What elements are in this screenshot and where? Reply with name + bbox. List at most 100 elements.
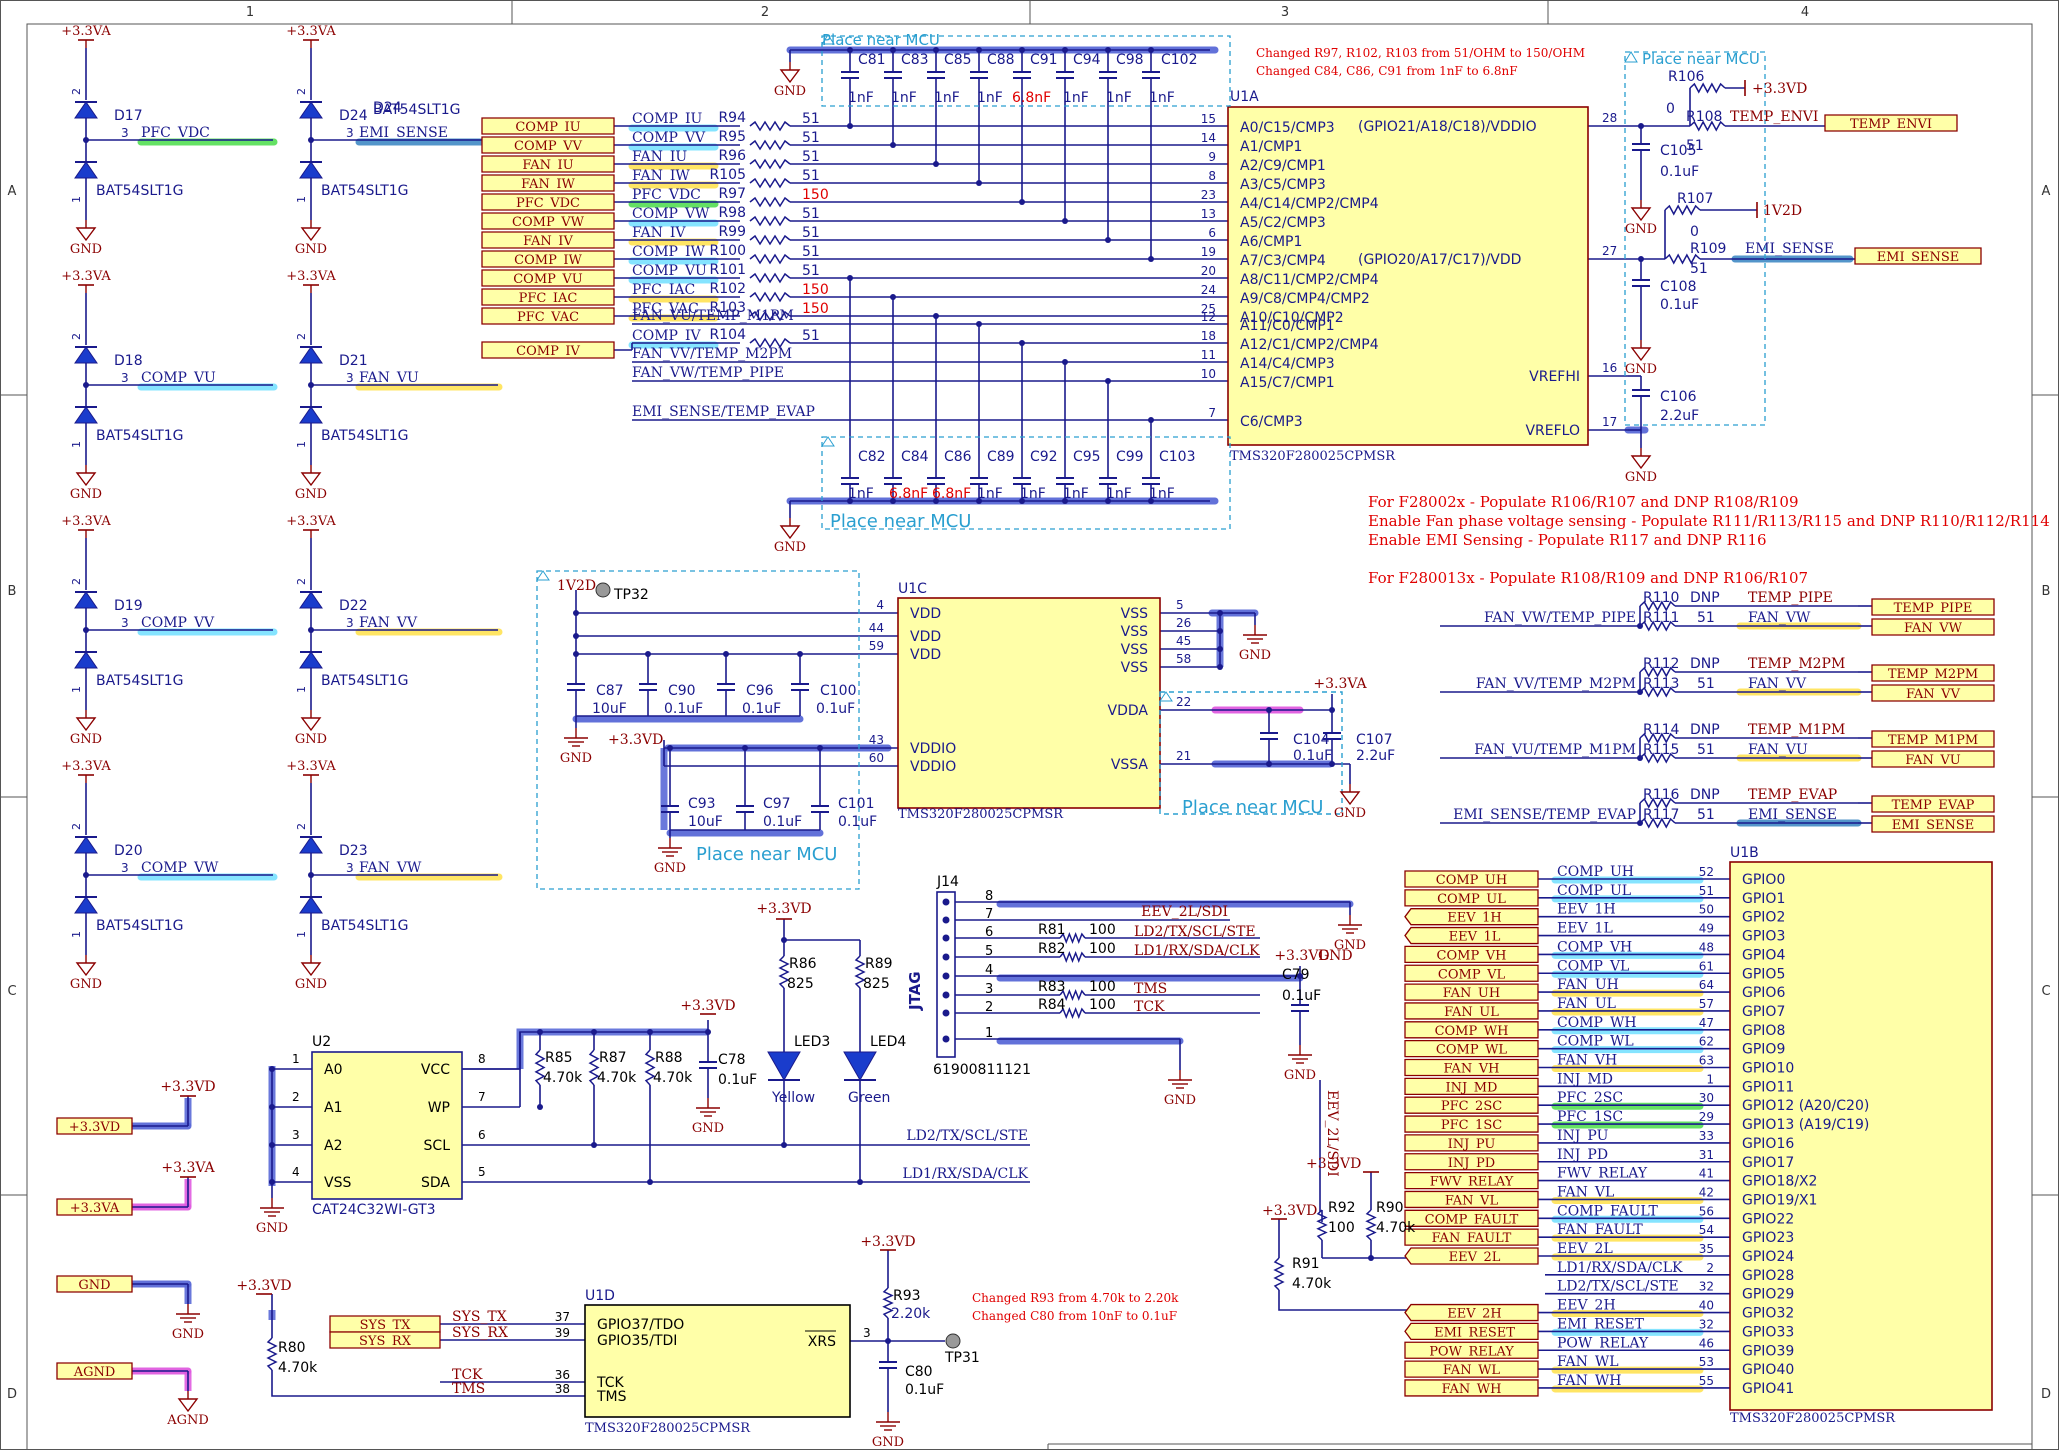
net-port-label: COMP_UH [1436, 873, 1507, 888]
net-port[interactable] [1404, 1002, 1539, 1020]
junction-dot [1062, 47, 1068, 53]
net-port[interactable] [481, 136, 615, 154]
connector-pin[interactable] [942, 916, 950, 924]
pin-name: SCL [424, 1138, 451, 1154]
connector-pin[interactable] [942, 934, 950, 942]
net-port[interactable] [1404, 1379, 1539, 1397]
diode-ref: D19 [114, 598, 143, 614]
junction-dot [1637, 623, 1643, 629]
connector-pin[interactable] [942, 1009, 950, 1017]
test-point-icon[interactable] [945, 1333, 961, 1349]
net-port[interactable] [1871, 815, 1995, 833]
pin-number: 5 [1176, 598, 1184, 612]
net-port[interactable] [1404, 1322, 1539, 1341]
junction-dot [573, 610, 579, 616]
pin-number: 53 [1699, 1355, 1714, 1369]
net-port[interactable] [481, 307, 615, 325]
net-port[interactable] [1404, 1153, 1539, 1171]
net-port[interactable] [1404, 889, 1539, 907]
net-port[interactable] [1871, 795, 1995, 813]
pin-number: 1 [985, 1026, 993, 1041]
net-port[interactable] [481, 155, 615, 173]
cap-ref: C98 [1116, 52, 1144, 68]
connector-pin[interactable] [942, 991, 950, 999]
net-port[interactable] [56, 1362, 133, 1380]
ic-u2-body [311, 1051, 463, 1200]
res-value: 51 [1697, 807, 1715, 823]
cap-value: 0.1uF [1660, 164, 1699, 180]
net-port[interactable] [1404, 1134, 1539, 1152]
net-port-label: EEV_2L [1449, 1250, 1501, 1265]
test-point-icon[interactable] [595, 582, 611, 598]
ground-icon [75, 227, 97, 242]
net-port[interactable] [1404, 1190, 1539, 1209]
net-port[interactable] [329, 1331, 441, 1349]
net-port[interactable] [1404, 870, 1539, 888]
pin-number: 7 [1208, 406, 1216, 420]
net-label: FAN_VU/TEMP_M1PM [1474, 742, 1636, 758]
net-port[interactable] [481, 193, 615, 211]
net-port[interactable] [1404, 1360, 1539, 1378]
net-port[interactable] [56, 1275, 133, 1293]
net-port[interactable] [1404, 1228, 1539, 1246]
pin-name: GPIO10 [1742, 1061, 1794, 1077]
net-port[interactable] [1404, 908, 1539, 926]
junction-dot [308, 382, 314, 388]
net-port[interactable] [481, 174, 615, 192]
net-label: EEV_1H [1557, 902, 1616, 918]
res-ref: R85 [545, 1050, 573, 1066]
net-port[interactable] [481, 212, 615, 230]
net-port[interactable] [1404, 983, 1539, 1001]
net-port[interactable] [56, 1198, 133, 1216]
net-port[interactable] [481, 231, 615, 249]
net-port[interactable] [1404, 1209, 1539, 1227]
net-port[interactable] [1404, 926, 1539, 945]
ic-ref: U2 [312, 1034, 331, 1050]
net-port[interactable] [1854, 247, 1982, 265]
net-port[interactable] [1404, 1115, 1539, 1133]
net-port-label: EMI_SENSE [1877, 250, 1960, 265]
net-port[interactable] [56, 1117, 133, 1135]
junction-dot [857, 1179, 863, 1185]
net-port[interactable] [1871, 664, 1995, 682]
junction-dot [1148, 256, 1154, 262]
res-value: 51 [1697, 676, 1715, 692]
pin-number: 14 [1201, 131, 1216, 145]
cap-value: 1nF [1020, 486, 1046, 502]
net-port[interactable] [481, 341, 615, 359]
net-port[interactable] [481, 117, 615, 135]
power-rail-label: +3.3VD [608, 732, 663, 748]
connector-pin[interactable] [942, 953, 950, 961]
r82-resistor [1059, 950, 1086, 964]
net-port[interactable] [1404, 1040, 1539, 1058]
diode-part: BAT54SLT1G [96, 183, 184, 199]
res-value: 825 [863, 976, 890, 992]
net-port[interactable] [1404, 1247, 1539, 1265]
net-port[interactable] [1404, 1077, 1539, 1095]
pin-name: XRS [808, 1334, 836, 1350]
connector-pin[interactable] [942, 898, 950, 906]
net-port[interactable] [1404, 1096, 1539, 1114]
net-port[interactable] [1404, 1341, 1539, 1359]
net-port[interactable] [1404, 1303, 1539, 1322]
connector-pin[interactable] [942, 1035, 950, 1043]
net-port[interactable] [1404, 945, 1539, 964]
connector-pin[interactable] [942, 972, 950, 980]
junction-dot [1148, 417, 1154, 423]
net-port[interactable] [1404, 1171, 1539, 1190]
net-port[interactable] [1404, 964, 1539, 982]
net-port[interactable] [1871, 618, 1995, 636]
net-port[interactable] [1871, 730, 1995, 748]
net-port[interactable] [1871, 684, 1995, 702]
zone-row-label: D [7, 1387, 17, 1402]
net-port[interactable] [1404, 1058, 1539, 1077]
net-port[interactable] [1871, 750, 1995, 768]
net-port[interactable] [481, 288, 615, 306]
net-port[interactable] [1824, 114, 1958, 132]
pin-number: 32 [1699, 1317, 1714, 1331]
net-port[interactable] [1871, 598, 1995, 616]
net-port[interactable] [481, 269, 615, 287]
junction-dot [1637, 755, 1643, 761]
net-port[interactable] [481, 250, 615, 268]
net-port[interactable] [1404, 1021, 1539, 1039]
